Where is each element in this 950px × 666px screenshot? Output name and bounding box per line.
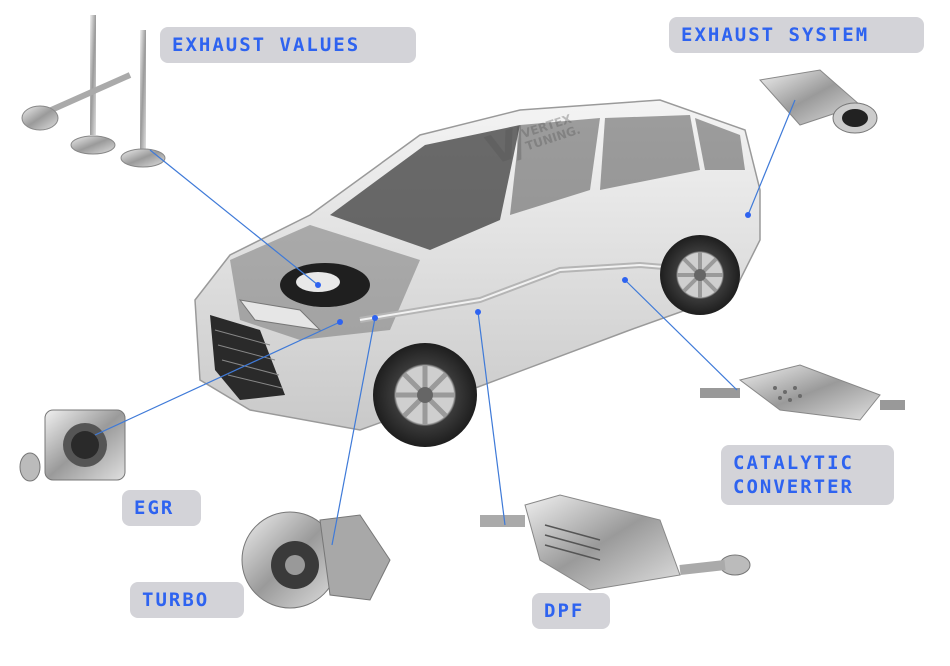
dpf-label: DPF xyxy=(532,593,610,629)
egr-image xyxy=(19,409,126,482)
egr-label: EGR xyxy=(122,490,201,526)
leader-lines xyxy=(94,99,796,546)
dpf-image xyxy=(480,494,751,591)
exhaust-valves-image xyxy=(21,15,166,168)
car xyxy=(194,99,761,447)
catalytic-converter-image xyxy=(700,364,905,421)
turbo-image xyxy=(241,511,391,609)
catalytic-converter-label: CATALYTIC CONVERTER xyxy=(721,445,894,505)
exhaust-system-label: EXHAUST SYSTEM xyxy=(669,17,924,53)
exhaust-system-image xyxy=(759,69,878,134)
turbo-label: TURBO xyxy=(130,582,244,618)
leader-dots xyxy=(315,212,751,325)
exhaust-valves-label: EXHAUST VALUES xyxy=(160,27,416,63)
